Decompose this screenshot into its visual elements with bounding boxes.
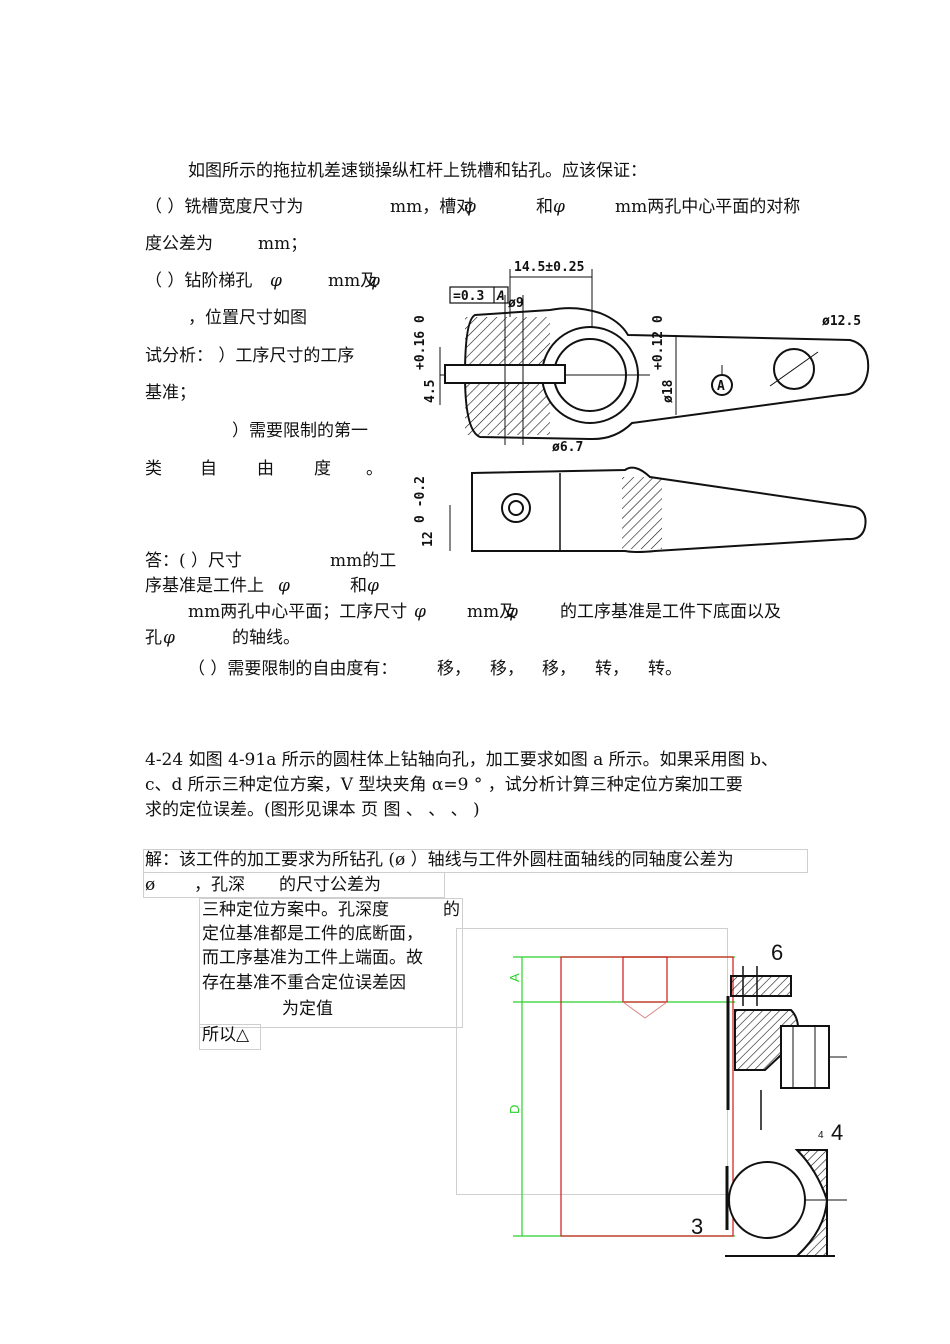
solution-line3b: 的 xyxy=(443,900,460,920)
answer-line5a: （ ）需要限制的自由度有： xyxy=(188,659,398,679)
problem-424-line2: c、d 所示三种定位方案，V 型块夹角 α=9 ° ，试分析计算三种定位方案加工… xyxy=(145,775,743,795)
phi-symbol: φ xyxy=(464,197,476,217)
dof-item: 转。 xyxy=(648,659,682,679)
analysis-word: 类 xyxy=(145,459,162,479)
clamp-screw xyxy=(780,1025,830,1089)
req2-text-a: （ ）钻阶梯孔 xyxy=(145,271,253,291)
dof-item: 移， xyxy=(542,659,576,679)
dof-item: 移， xyxy=(437,659,471,679)
analysis-word: 自 xyxy=(200,459,217,479)
req1-line2-unit: mm； xyxy=(258,234,308,254)
phi-symbol: φ xyxy=(506,602,518,622)
req2-line2: ，位置尺寸如图 xyxy=(188,308,307,328)
answer-line3b: mm及 xyxy=(467,602,517,622)
problem-424-line3: 求的定位误差。(图形见课本 页 图 、 、 、 ) xyxy=(145,800,480,820)
solution-line2b: ，孔深 xyxy=(194,875,245,895)
phi-symbol: φ xyxy=(278,576,290,596)
solution-line3a: 三种定位方案中。孔深度 xyxy=(202,900,389,920)
solution-line6: 存在基准不重合定位误差因 xyxy=(202,973,406,993)
analysis-line3: ）需要限制的第一 xyxy=(232,421,368,441)
solution-frame-top xyxy=(143,849,808,873)
drill-bushing-plate xyxy=(730,975,792,997)
dim-4-5-tol: +0.16 0 xyxy=(413,315,428,370)
dim-4-5: 4.5 xyxy=(423,380,438,403)
phi-symbol: φ xyxy=(414,602,426,622)
datum-A-label: A xyxy=(717,379,725,394)
dim-12-tol: 0 -0.2 xyxy=(413,476,428,523)
answer-line3c: 的工序基准是工件下底面以及 xyxy=(560,602,781,622)
phi-symbol: φ xyxy=(367,576,379,596)
section-hatch-side xyxy=(622,477,662,549)
dim-phi9: ø9 xyxy=(508,296,524,311)
req1-line2: 度公差为 xyxy=(145,234,213,254)
analysis-word: 由 xyxy=(257,459,274,479)
workpiece xyxy=(560,956,734,1237)
dim-symmetry-ref: A xyxy=(496,289,505,304)
lever-outline-side xyxy=(471,466,867,553)
req1-text-d: mm两孔中心平面的对称 xyxy=(615,197,801,217)
dim-label-A: A xyxy=(507,973,522,982)
dof-item: 转， xyxy=(595,659,629,679)
callout-6: 6 xyxy=(771,940,783,965)
side-hole xyxy=(501,493,531,523)
solution-line8: 所以△ xyxy=(202,1025,250,1045)
solution-frame-body xyxy=(199,898,463,1028)
intro-line: 如图所示的拖拉机差速锁操纵杠杆上铣槽和钻孔。应该保证： xyxy=(188,161,647,181)
solution-frame-foot xyxy=(199,1024,261,1050)
solution-line2a: ø xyxy=(145,875,156,895)
answer-line4a: 孔 xyxy=(145,628,162,648)
solution-line7: 为定值 xyxy=(282,999,333,1019)
dof-item: 移， xyxy=(490,659,524,679)
analysis-word: 度 xyxy=(314,459,331,479)
phi-symbol: φ xyxy=(270,271,282,291)
solution-frame-mid xyxy=(143,872,445,898)
dim-12: 12 xyxy=(421,531,436,547)
answer-line1b: mm的工 xyxy=(330,551,397,571)
locating-cylinder xyxy=(728,1161,806,1239)
drilled-hole xyxy=(622,956,668,1003)
req1-text-b: mm，槽对 xyxy=(390,197,474,217)
dim-phi18: ø18 xyxy=(661,379,676,403)
dim-symmetry: =0.3 xyxy=(453,289,484,304)
req2-text-b: mm及 xyxy=(328,271,378,291)
solution-line2c: 的尺寸公差为 xyxy=(279,875,381,895)
lever-drawing: 14.5±0.25 =0.3 A ø9 ø12.5 4.5 +0.16 0 ø1… xyxy=(413,260,870,553)
analysis-word: 。 xyxy=(366,459,383,479)
answer-line2a: 序基准是工件上 xyxy=(145,576,264,596)
dim-phi12-5: ø12.5 xyxy=(822,314,861,329)
solution-line5: 而工序基准为工件上端面。故 xyxy=(202,948,423,968)
answer-line2b: 和 xyxy=(350,576,367,596)
dim-top: 14.5±0.25 xyxy=(514,260,584,275)
answer-line4b: 的轴线。 xyxy=(232,628,300,648)
analysis-line1: 试分析： ）工序尺寸的工序 xyxy=(145,346,355,366)
req1-text-c: 和 xyxy=(536,197,553,217)
req1-text-a: （ ）铣槽宽度尺寸为 xyxy=(145,197,304,217)
problem-424-line1: 4-24 如图 4-91a 所示的圆柱体上钻轴向孔，加工要求如图 a 所示。如果… xyxy=(145,750,778,770)
callout-3: 3 xyxy=(691,1214,703,1239)
fixture-drawing: A D 6 4 4 3 xyxy=(507,940,847,1257)
callout-4: 4 xyxy=(831,1120,843,1145)
solution-line1: 解：该工件的加工要求为所钻孔 (ø ）轴线与工件外圆柱面轴线的同轴度公差为 xyxy=(145,850,734,870)
answer-line1a: 答：( ）尺寸 xyxy=(145,551,243,571)
dim-label-D: D xyxy=(507,1105,522,1114)
dim-phi6-7: ø6.7 xyxy=(552,440,583,455)
callout-4-small: 4 xyxy=(818,1130,824,1141)
symmetry-frame xyxy=(449,286,509,304)
phi-symbol: φ xyxy=(163,628,175,648)
phi-symbol: φ xyxy=(368,271,380,291)
answer-line3a: mm两孔中心平面；工序尺寸 xyxy=(188,602,408,622)
analysis-line2: 基准； xyxy=(145,383,196,403)
solution-line4: 定位基准都是工件的底断面， xyxy=(202,924,423,944)
dim-phi18-tol: +0.12 0 xyxy=(651,315,666,370)
phi-symbol: φ xyxy=(553,197,565,217)
